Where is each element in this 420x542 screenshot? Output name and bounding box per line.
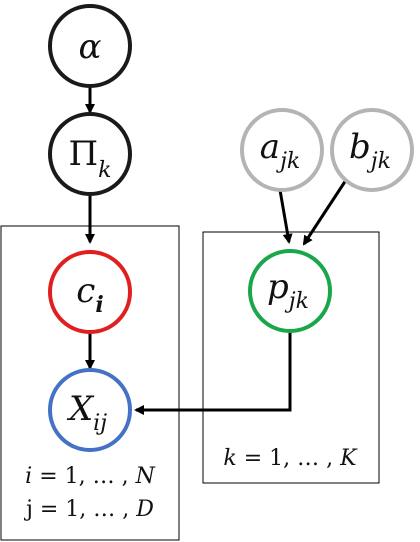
node-pi-label: Πk [69,134,112,183]
node-p: pjk [248,249,332,333]
plate-k [202,231,380,484]
node-pi: Πk [48,112,132,196]
edge-p-to-x [134,330,292,415]
plate-i-label: i = 1, … , N [25,464,155,489]
node-c-label: ci [76,271,103,318]
node-c-circle [48,250,132,334]
node-p-circle [248,249,332,333]
node-a-circle [240,108,324,192]
node-p-label: pjk [267,267,309,314]
edge-a-to-p [278,189,293,244]
node-alpha: α [48,4,132,88]
node-b: bjk [330,108,414,192]
node-b-label: bjk [349,127,391,174]
plate-k-label: k = 1, … , K [223,446,358,471]
node-x-label: Xij [66,389,107,436]
node-pi-circle [48,112,132,196]
node-alpha-label: α [79,27,102,67]
edge-b-to-p [302,179,348,246]
node-x: Xij [48,368,132,452]
node-x-circle [48,368,132,452]
plate-j-label: j = 1, … , D [23,497,154,522]
node-a-label: ajk [260,127,300,174]
node-alpha-circle [48,4,132,88]
node-c: ci [48,250,132,334]
node-a: ajk [240,108,324,192]
node-b-circle [330,108,414,192]
